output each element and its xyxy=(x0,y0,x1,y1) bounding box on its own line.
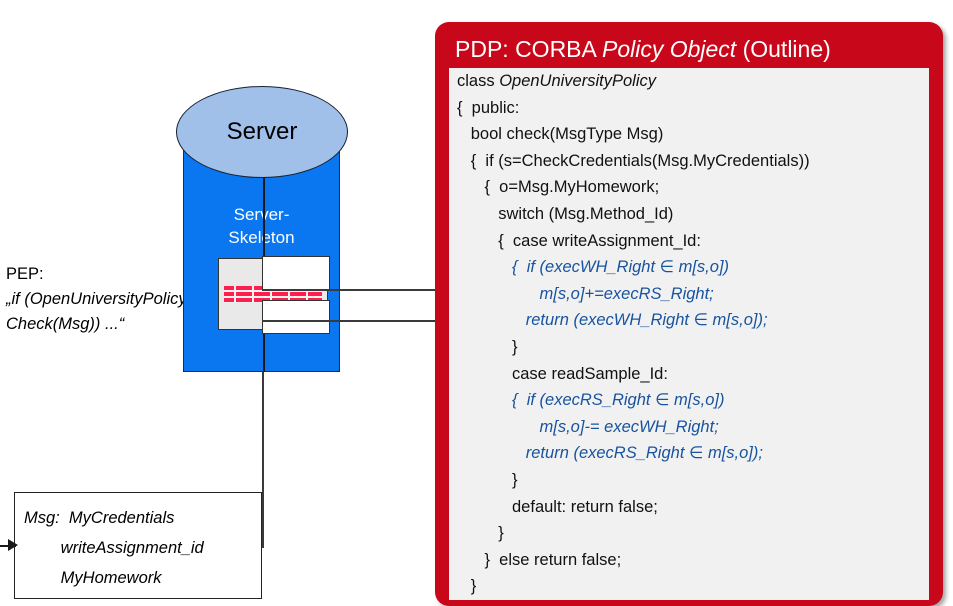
msg-line: Msg: MyCredentials xyxy=(24,509,175,527)
msg-box-text: Msg: MyCredentials writeAssignment_id My… xyxy=(24,503,264,593)
pep-pdp-connector-top xyxy=(262,289,470,291)
pep-quote-line1: „if (OpenUniversityPolicy. xyxy=(6,290,190,308)
code-line: { public: xyxy=(457,98,520,117)
code-identifier: OpenUniversityPolicy xyxy=(499,72,656,90)
code-line: bool check(MsgType Msg) xyxy=(457,125,664,144)
pdp-title-prefix: PDP: CORBA xyxy=(455,36,602,62)
pep-label-block: PEP: „if (OpenUniversityPolicy. Check(Msg)… xyxy=(6,262,236,337)
code-line: { o=Msg.MyHomework; xyxy=(457,178,660,197)
pep-notch-bottom xyxy=(262,300,330,334)
code-line: } xyxy=(457,577,477,596)
pep-pdp-connector-bottom xyxy=(262,320,470,322)
code-line: default: return false; xyxy=(457,497,658,516)
code-line: switch (Msg.Method_Id) xyxy=(457,204,674,223)
msg-line: MyHomework xyxy=(24,569,162,587)
pdp-title: PDP: CORBA Policy Object (Outline) xyxy=(455,32,935,66)
pdp-title-emphasis: Policy Object xyxy=(601,36,737,62)
code-line: { if (execRS_Right ∈ m[s,o]) xyxy=(457,391,725,410)
code-line: m[s,o]-= execWH_Right; xyxy=(457,417,719,436)
code-keyword: class xyxy=(457,72,500,90)
pdp-title-suffix: (Outline) xyxy=(736,36,831,62)
msg-line: writeAssignment_id xyxy=(24,539,204,557)
code-line: { if (s=CheckCredentials(Msg.MyCredentia… xyxy=(457,151,810,170)
code-line: { case writeAssignment_Id: xyxy=(457,231,701,250)
server-title: Server xyxy=(226,118,298,145)
server-cylinder-top xyxy=(176,86,348,178)
pep-quote-line2: Check(Msg)) ...“ xyxy=(6,315,125,333)
code-line: { if (execWH_Right ∈ m[s,o]) xyxy=(457,258,730,277)
code-line: m[s,o]+=execRS_Right; xyxy=(457,284,714,303)
msg-incoming-arrow-head-icon xyxy=(8,539,18,551)
code-line: return (execRS_Right ∈ m[s,o]); xyxy=(457,444,763,463)
pep-notch-top xyxy=(262,256,330,290)
code-line: } xyxy=(457,337,518,356)
code-line: return (execWH_Right ∈ m[s,o]); xyxy=(457,311,768,330)
msg-box xyxy=(14,492,262,599)
msg-to-server-line xyxy=(262,372,264,547)
server-skeleton-label: Server- Skeleton xyxy=(228,205,295,247)
code-line: } else return false; xyxy=(457,550,622,569)
code-line: class OpenUniversityPolicy xyxy=(449,68,929,95)
code-line: } xyxy=(457,524,504,543)
pdp-code-block: class OpenUniversityPolicy { public: bool… xyxy=(449,68,929,600)
code-line: } xyxy=(457,470,518,489)
code-line: case readSample_Id: xyxy=(457,364,668,383)
pep-label-text: PEP: xyxy=(6,265,44,283)
